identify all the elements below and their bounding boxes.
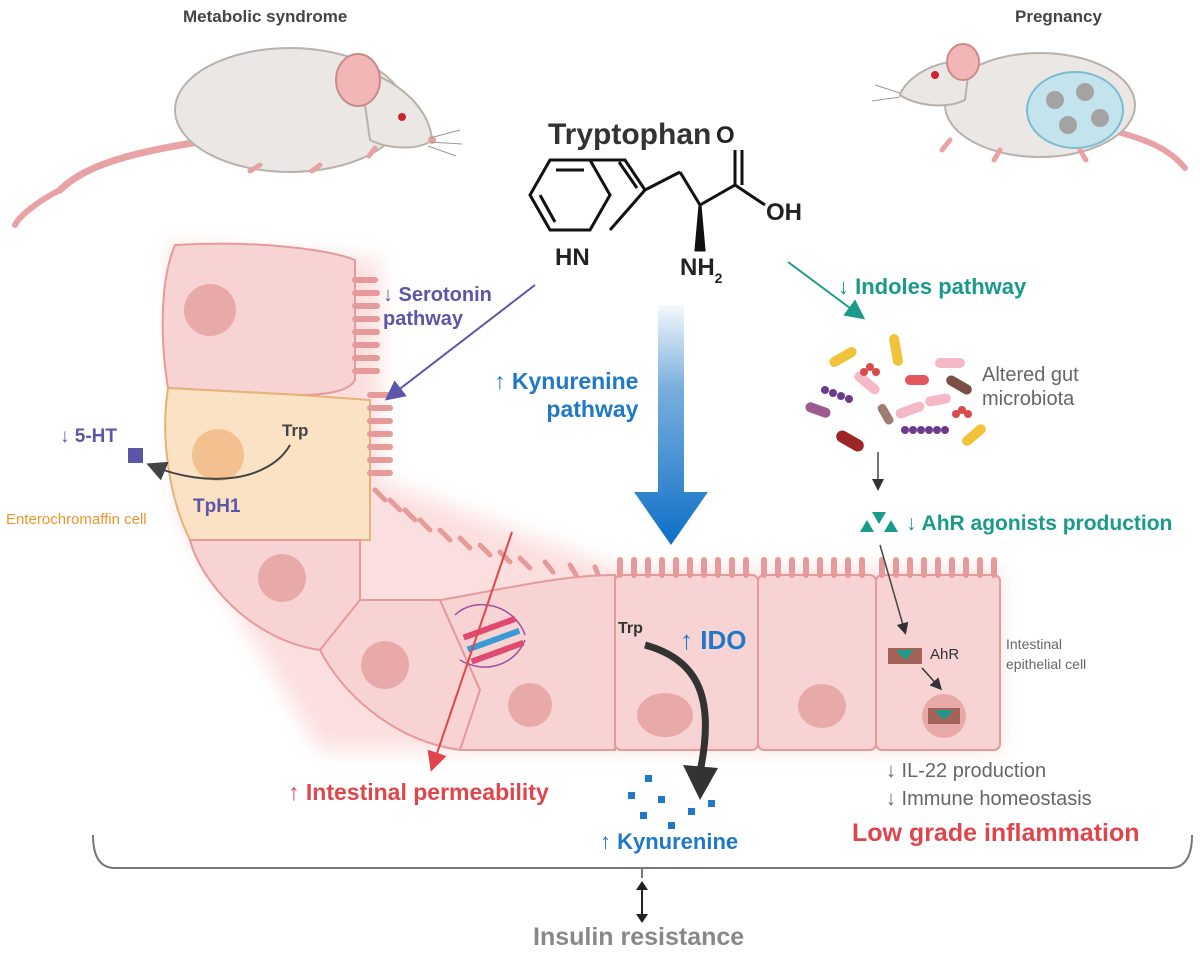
- ido-conversion-arrow: [644, 641, 709, 773]
- immune-homeostasis-label: ↓ Immune homeostasis: [886, 788, 1092, 810]
- villus-cells: [161, 242, 602, 752]
- ahr-label: AhR: [930, 646, 960, 663]
- ahr-nucleus-complex-icon: [928, 708, 960, 724]
- il22-label: ↓ IL-22 production: [886, 760, 1047, 782]
- tph1-arrow: [146, 444, 291, 481]
- kynurenine-label: ↑ Kynurenine: [600, 829, 739, 854]
- ahr-agonist-arrow: [879, 544, 909, 635]
- indole-nh-label: HN: [555, 244, 590, 271]
- tph1-label: TpH1: [193, 496, 241, 517]
- trp-left-label: Trp: [282, 421, 309, 440]
- intestinal-epithelium: [438, 557, 1001, 751]
- tryptophan-structure: [528, 150, 766, 252]
- intestinal-epithelial-cell-label: Intestinal epithelial cell: [1006, 636, 1087, 672]
- ido-label: ↑ IDO: [680, 625, 747, 655]
- ahr-agonists-label: ↓ AhR agonists production: [906, 512, 1173, 535]
- insulin-resistance-label: Insulin resistance: [533, 923, 745, 951]
- gut-microbiota-icon: [805, 334, 986, 452]
- gut-microbiota-label: Altered gut microbiota: [982, 364, 1079, 410]
- five-ht-label: ↓ 5-HT: [60, 426, 117, 447]
- obese-mouse-illustration: [12, 47, 463, 228]
- metabolic-syndrome-title: Metabolic syndrome: [183, 7, 348, 26]
- ahr-receptor-icon: [888, 648, 922, 664]
- enterochromaffin-cell-label: Enterochromaffin cell: [6, 511, 147, 528]
- pregnancy-title: Pregnancy: [1015, 7, 1102, 26]
- ahr-agonist-icon: [860, 512, 898, 532]
- hydroxyl-label: OH: [766, 199, 802, 226]
- intestinal-permeability-label: ↑ Intestinal permeability: [288, 779, 549, 805]
- serotonin-square: [128, 448, 143, 463]
- indoles-pathway-label: ↓ Indoles pathway: [838, 274, 1027, 299]
- ahr-nucleus-arrow: [921, 667, 943, 691]
- trp-center-label: Trp: [618, 620, 643, 637]
- indoles-arrow: [787, 261, 866, 320]
- kynurenine-pathway-label: ↑ Kynurenine pathway: [494, 368, 639, 422]
- kynurenine-pathway-arrow: [634, 305, 708, 545]
- amino-group-label: NH2: [680, 254, 723, 286]
- carbonyl-oxygen-label: O: [716, 122, 735, 149]
- low-grade-inflammation-label: Low grade inflammation: [852, 819, 1140, 847]
- tryptophan-title: Tryptophan: [548, 118, 712, 151]
- kynurenine-molecules-icon: [628, 775, 715, 829]
- permeability-arrow: [427, 531, 513, 772]
- serotonin-arrow: [384, 284, 536, 401]
- serotonin-pathway-label: ↓ Serotonin pathway: [383, 284, 492, 330]
- pregnant-mouse-illustration: [871, 43, 1188, 171]
